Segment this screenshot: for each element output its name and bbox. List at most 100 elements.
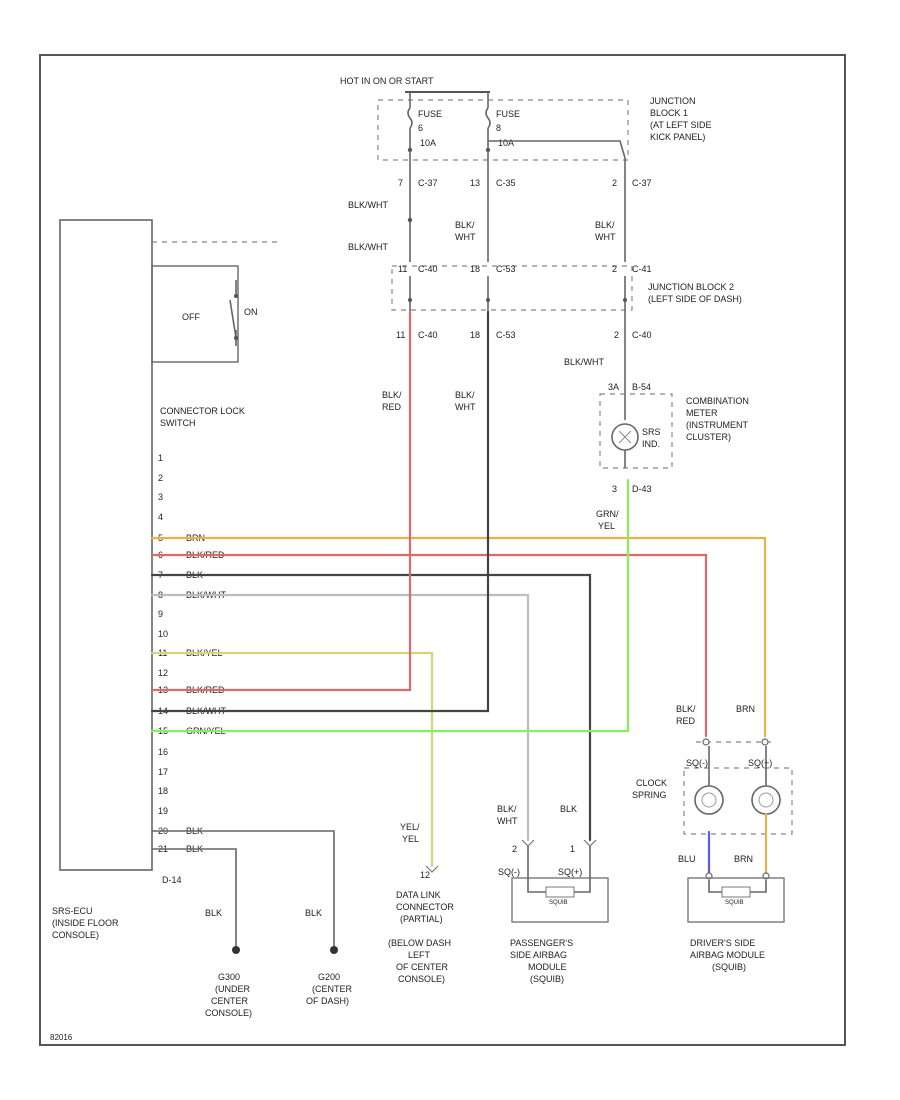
meter-l4: CLUSTER)	[686, 432, 731, 442]
wire-blkyel-pin11	[150, 651, 434, 868]
c40b-pin: 11	[396, 330, 405, 340]
c37b-pin: 2	[612, 178, 617, 188]
ground-g300-icon	[232, 946, 240, 954]
switch-title-2: SWITCH	[160, 418, 196, 428]
dlc-l6: OF CENTER	[396, 962, 449, 972]
ground-g200-icon	[330, 946, 338, 954]
wire-blk-pin21	[152, 848, 237, 946]
clock-l1: CLOCK	[636, 778, 667, 788]
ecu-pin-3: 3	[158, 492, 163, 502]
gnd1-l1: G300	[218, 972, 240, 982]
diagram-id: 82016	[50, 1033, 73, 1042]
driver-l1: DRIVER'S SIDE	[690, 938, 755, 948]
wire-label-blkwht4-2: WHT	[455, 402, 476, 412]
pass-l2: SIDE AIRBAG	[510, 950, 567, 960]
ecu-pin-12: 12	[158, 668, 168, 678]
c37b-conn: C-37	[632, 178, 652, 188]
c40b-conn: C-40	[418, 330, 438, 340]
pass-w2: BLK	[560, 804, 577, 814]
driver-inner: SQUIB	[725, 900, 744, 906]
jb1-l4: KICK PANEL)	[650, 132, 705, 142]
hot-bar-label: HOT IN ON OR START	[340, 76, 434, 86]
wire-label-grnyel-2: YEL	[598, 521, 615, 531]
junction-block-2-outline	[391, 265, 633, 311]
wire-label-blkwht-2: BLK/WHT	[348, 242, 389, 252]
switch-on: ON	[244, 307, 258, 317]
wire-blk-pin7	[150, 573, 592, 842]
meter-pin-bot: 3	[612, 484, 617, 494]
clock-tag2: SQ(+)	[748, 758, 772, 768]
dlc-l3: (PARTIAL)	[400, 914, 443, 924]
switch-lever-icon	[229, 299, 237, 339]
wire-label-c37-1: BLK/	[595, 220, 615, 230]
pass-tag2: SQ(+)	[558, 867, 582, 877]
clock-w2: BRN	[736, 704, 755, 714]
clock-w1b: RED	[676, 716, 696, 726]
c40a-conn: C-40	[418, 264, 438, 274]
c35-pin: 13	[470, 178, 480, 188]
switch-off: OFF	[182, 312, 200, 322]
c41-pin: 2	[612, 264, 617, 274]
clock-w1a: BLK/	[676, 704, 696, 714]
pass-w1a: BLK/	[497, 804, 517, 814]
meter-conn-bot: D-43	[632, 484, 652, 494]
ecu-l3: CONSOLE)	[52, 930, 99, 940]
gnd2-wire: BLK	[305, 908, 322, 918]
wire-label-c35-2: WHT	[455, 232, 476, 242]
ecu-pin-16: 16	[158, 747, 168, 757]
jb1-l1: JUNCTION	[650, 96, 696, 106]
dlc-w2: YEL	[402, 834, 419, 844]
ecu-pin-10: 10	[158, 629, 168, 639]
fuse-b-num: 8	[496, 123, 501, 133]
dlc-pin: 12	[420, 870, 430, 880]
dlc-l4: (BELOW DASH	[388, 938, 451, 948]
clock-spring-outline	[683, 767, 793, 835]
pass-tag1: SQ(-)	[498, 867, 520, 877]
ecu-l2: (INSIDE FLOOR	[52, 918, 119, 928]
dlc-l7: CONSOLE)	[398, 974, 445, 984]
ecu-pin-1: 1	[158, 453, 163, 463]
diagram-frame	[39, 54, 846, 1046]
passenger-airbag-module-box	[511, 877, 609, 923]
driver-l2: AIRBAG MODULE	[690, 950, 765, 960]
fuse-a-num: 6	[418, 123, 423, 133]
driver-w2: BRN	[734, 854, 753, 864]
wire-label-blkred-2: RED	[382, 402, 402, 412]
driver-airbag-module-box	[687, 877, 785, 923]
pass-l3: MODULE	[528, 962, 567, 972]
dlc-w1: YEL/	[400, 822, 420, 832]
wire-label-grnyel-1: GRN/	[596, 509, 619, 519]
jb1-l2: BLOCK 1	[650, 108, 688, 118]
wire-label-c35-1: BLK/	[455, 220, 475, 230]
dlc-l5: LEFT	[408, 950, 431, 960]
combination-meter-outline	[599, 393, 673, 469]
wire-blkwht-pin8	[150, 593, 530, 842]
fuse-a-label: FUSE	[418, 109, 442, 119]
wire-blk-pin20	[152, 830, 335, 946]
ecu-pin-2: 2	[158, 473, 163, 483]
pass-w1b: WHT	[497, 816, 518, 826]
wire-label-blkred-1: BLK/	[382, 390, 402, 400]
pass-inner: SQUIB	[549, 900, 568, 906]
pass-pin1: 2	[512, 844, 517, 854]
gnd1-l3: CENTER	[211, 996, 249, 1006]
gnd2-l1: G200	[318, 972, 340, 982]
fuse-b: FUSE 8 10A	[485, 92, 520, 153]
ecu-conn: D-14	[162, 875, 182, 885]
meter-conn-top: B-54	[632, 382, 651, 392]
jb1-l3: (AT LEFT SIDE	[650, 120, 712, 130]
driver-l3: (SQUIB)	[712, 962, 746, 972]
wire-label-blkwht3: BLK/WHT	[564, 357, 605, 367]
driver-squib-icon	[721, 886, 751, 898]
c40a-pin: 11	[398, 264, 407, 274]
clock-spring-coil-2-icon	[751, 785, 781, 815]
wire-grnyel-pin15	[150, 478, 630, 733]
c53a-pin: 18	[470, 264, 480, 274]
ecu-l1: SRS-ECU	[52, 906, 93, 916]
switch-title-1: CONNECTOR LOCK	[160, 406, 245, 416]
c35-conn: C-35	[496, 178, 516, 188]
fuse-b-amp: 10A	[498, 138, 514, 148]
wire-label-blkwht-1: BLK/WHT	[348, 200, 389, 210]
pass-l1: PASSENGER'S	[510, 938, 573, 948]
